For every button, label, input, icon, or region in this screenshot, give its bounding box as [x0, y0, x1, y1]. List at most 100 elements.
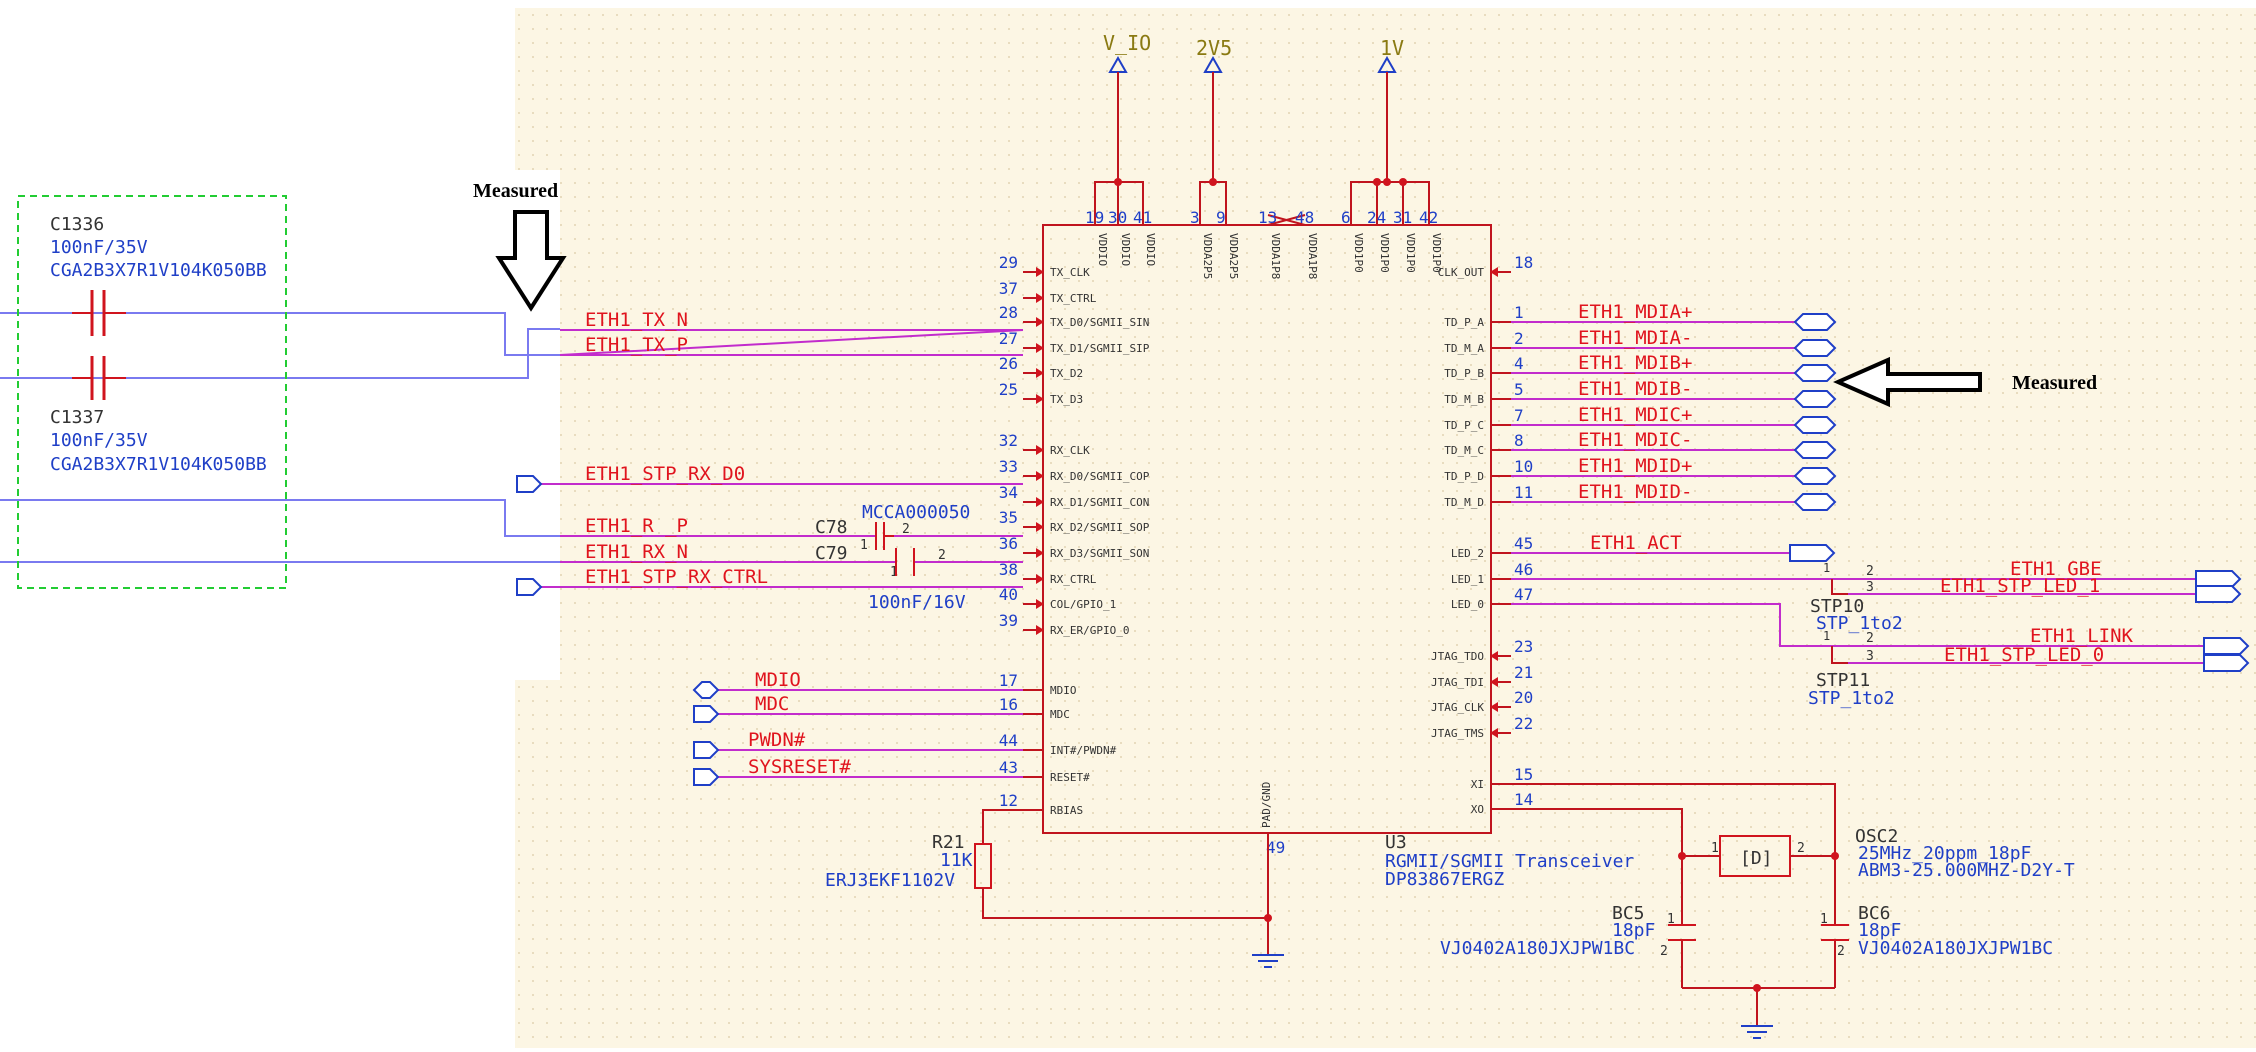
left-wires: [0, 312, 1024, 778]
svg-text:R21: R21: [932, 832, 965, 853]
capacitor-bc6: 1 2 BC6 18pF VJ0402A180JXJPW1BC: [1820, 903, 2053, 959]
svg-text:2: 2: [902, 522, 910, 537]
svg-text:VDDIO: VDDIO: [1096, 233, 1109, 266]
svg-text:Measured: Measured: [2012, 372, 2097, 394]
svg-text:TX_D3: TX_D3: [1050, 393, 1083, 406]
svg-text:31: 31: [1393, 208, 1412, 227]
svg-text:2: 2: [1797, 841, 1805, 856]
svg-text:30: 30: [1108, 208, 1127, 227]
crystal-icon: [1719, 835, 1791, 877]
svg-text:BC5: BC5: [1612, 903, 1645, 924]
svg-text:VDDIO: VDDIO: [1144, 233, 1157, 266]
svg-text:VDDIO: VDDIO: [1119, 233, 1132, 266]
svg-text:1: 1: [1514, 303, 1524, 322]
net-label: ETH1_MDID+: [1578, 455, 1692, 477]
svg-text:34: 34: [999, 483, 1018, 502]
svg-text:C1337: C1337: [50, 407, 104, 428]
measured-annotation-left: Measured: [473, 180, 567, 312]
svg-text:5: 5: [1514, 380, 1524, 399]
svg-text:32: 32: [999, 431, 1018, 450]
capacitor-c1337: C1337 100nF/35V CGA2B3X7R1V104K050BB: [50, 356, 267, 475]
ic-pin-right: 7TD_P_C: [1444, 406, 1523, 432]
svg-text:TX_D2: TX_D2: [1050, 367, 1083, 380]
ic-top-pins: 19VDDIO30VDDIO41VDDIO3VDDA2P59VDDA2P513V…: [1085, 208, 1443, 279]
svg-text:13: 13: [1258, 208, 1277, 227]
svg-text:26: 26: [999, 354, 1018, 373]
svg-text:VDD1P0: VDD1P0: [1404, 233, 1417, 273]
svg-text:25: 25: [999, 380, 1018, 399]
svg-text:JTAG_TMS: JTAG_TMS: [1431, 727, 1484, 740]
svg-text:47: 47: [1514, 585, 1533, 604]
svg-text:18pF: 18pF: [1858, 920, 1901, 941]
svg-text:1: 1: [1820, 912, 1828, 927]
svg-text:22: 22: [1514, 714, 1533, 733]
net-label: ETH1_STP_LED_1: [1940, 575, 2100, 597]
svg-text:TD_M_A: TD_M_A: [1444, 342, 1484, 355]
svg-text:1: 1: [1711, 841, 1719, 856]
svg-text:49: 49: [1266, 838, 1285, 857]
right-wires: [1511, 321, 2204, 664]
svg-text:14: 14: [1514, 790, 1533, 809]
svg-text:45: 45: [1514, 534, 1533, 553]
power-label: V_IO: [1103, 31, 1151, 55]
svg-text:TX_CTRL: TX_CTRL: [1050, 292, 1097, 305]
ic-bottom-pin: PAD/GND 49: [982, 782, 1285, 968]
svg-text:TD_P_A: TD_P_A: [1444, 316, 1484, 329]
svg-text:44: 44: [999, 731, 1018, 750]
svg-text:CGA2B3X7R1V104K050BB: CGA2B3X7R1V104K050BB: [50, 454, 267, 475]
capacitor-icon: [1821, 924, 1849, 941]
ic-part-number: DP83867ERGZ: [1385, 869, 1504, 890]
net-label: ETH1_MDIC+: [1578, 404, 1692, 426]
power-2v5: 2V5: [1196, 36, 1232, 182]
oscillator-osc2: [D] 1 2 OSC2 25MHz_20ppm_18pF ABM3-25.00…: [1711, 826, 2075, 881]
svg-text:25MHz_20ppm_18pF: 25MHz_20ppm_18pF: [1858, 843, 2031, 864]
svg-text:RX_CLK: RX_CLK: [1050, 444, 1090, 457]
svg-text:[D]: [D]: [1740, 848, 1773, 869]
svg-text:C79: C79: [815, 543, 848, 564]
net-label: ETH1_MDIB+: [1578, 352, 1692, 374]
white-crop-region: [0, 170, 560, 680]
ic-right-pins: 18CLK_OUT1TD_P_A2TD_M_A4TD_P_B5TD_M_B7TD…: [1431, 253, 1533, 816]
svg-text:3: 3: [1866, 649, 1874, 664]
ic-left-pins: 29TX_CLK37TX_CTRL28TX_D0/SGMII_SIN27TX_D…: [999, 253, 1150, 817]
svg-text:STP_1to2: STP_1to2: [1808, 688, 1895, 709]
power-label: 1V: [1380, 36, 1404, 60]
measured-annotation-right: Measured: [1833, 356, 2097, 408]
svg-text:15: 15: [1514, 765, 1533, 784]
power-v-io: V_IO: [1103, 31, 1151, 182]
svg-text:19: 19: [1085, 208, 1104, 227]
svg-text:LED_2: LED_2: [1451, 547, 1484, 560]
svg-text:JTAG_CLK: JTAG_CLK: [1431, 701, 1484, 714]
svg-text:VDD1P0: VDD1P0: [1352, 233, 1365, 273]
net-label: ETH1_MDIB-: [1578, 378, 1692, 400]
capacitor-c78: C78 MCCA000050 1 2: [815, 502, 970, 553]
ground-icon: [1252, 954, 1284, 968]
svg-text:MCCA000050: MCCA000050: [862, 502, 970, 523]
svg-text:RESET#: RESET#: [1050, 771, 1090, 784]
svg-text:10: 10: [1514, 457, 1533, 476]
svg-text:C1336: C1336: [50, 214, 104, 235]
svg-text:TX_D0/SGMII_SIN: TX_D0/SGMII_SIN: [1050, 316, 1149, 329]
capacitor-icon: [895, 548, 915, 576]
svg-text:MDIO: MDIO: [1050, 684, 1077, 697]
ic-pin-right: 4TD_P_B: [1444, 354, 1523, 380]
